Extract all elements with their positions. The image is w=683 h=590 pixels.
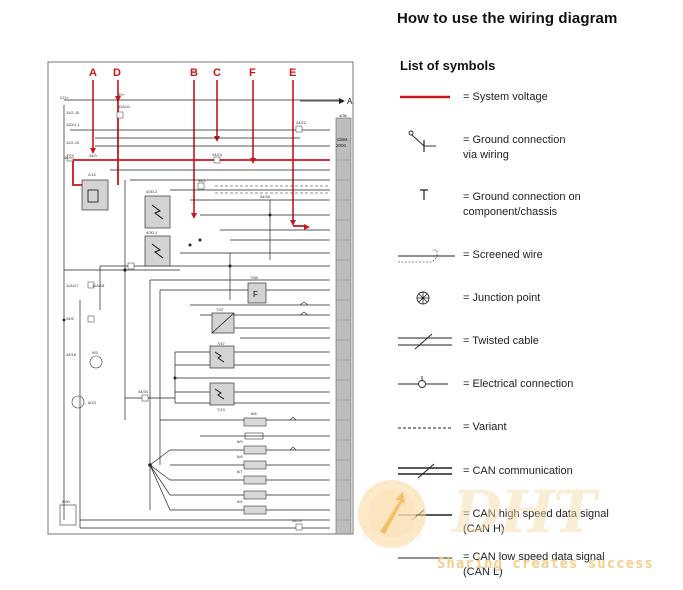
svg-text:44/1: 44/1: [198, 178, 207, 183]
svg-text:7/37: 7/37: [216, 307, 225, 312]
legend-label: = Twisted cable: [463, 335, 539, 347]
svg-text:A: A: [347, 97, 353, 106]
legend-item-variant: = Variant: [396, 420, 676, 460]
system-voltage-icon: [396, 90, 460, 130]
svg-text:44/5: 44/5: [64, 155, 73, 160]
cem-module: 4/36 CEM 2000: [335, 113, 352, 535]
svg-text:8/7: 8/7: [237, 469, 243, 474]
component-7-58: F: [247, 282, 267, 304]
svg-text:2000: 2000: [336, 143, 347, 148]
legend-label: = CAN communication: [463, 465, 573, 477]
svg-text:11/2,J5: 11/2,J5: [66, 110, 80, 115]
legend-item-ground-on-component: = Ground connection on component/chassis: [396, 190, 676, 230]
svg-text:4/30-1: 4/30-1: [146, 230, 158, 235]
svg-text:4/36: 4/36: [339, 113, 348, 118]
svg-text:11D/1,1: 11D/1,1: [66, 122, 80, 127]
svg-text:44/22: 44/22: [296, 120, 307, 125]
svg-text:44/5: 44/5: [66, 316, 75, 321]
wiring-diagram: 4/36 CEM 2000 A D B C F E: [47, 61, 455, 559]
svg-text:6/13: 6/13: [88, 400, 97, 405]
junction-point-icon: [396, 291, 460, 331]
svg-text:4/30-2: 4/30-2: [146, 189, 158, 194]
component-7-13: [209, 382, 235, 406]
variant-dashed-icon: [396, 420, 460, 460]
legend-label: = Ground connection on component/chassis: [463, 191, 581, 218]
svg-text:30+: 30+: [118, 92, 125, 97]
legend-label: = CAN low speed data signal (CAN L): [463, 551, 605, 578]
fuse-2-14: [81, 179, 109, 211]
svg-text:44/24: 44/24: [212, 152, 223, 157]
svg-text:9/5: 9/5: [92, 350, 98, 355]
svg-text:44/30: 44/30: [260, 194, 271, 199]
legend-label: = Screened wire: [463, 249, 543, 261]
ground-via-wiring-icon: [396, 133, 460, 173]
svg-text:7/58: 7/58: [250, 275, 259, 280]
svg-text:8/30: 8/30: [62, 499, 71, 504]
svg-text:IG1+: IG1+: [60, 95, 69, 100]
electrical-connection-icon: [396, 377, 460, 417]
symbols-heading: List of symbols: [400, 58, 496, 73]
svg-text:11/2,J3: 11/2,J3: [66, 140, 80, 145]
svg-text:8/8: 8/8: [251, 411, 257, 416]
svg-text:7/13: 7/13: [217, 407, 226, 412]
svg-text:8/4: 8/4: [237, 499, 243, 504]
svg-text:44/3: 44/3: [89, 153, 98, 158]
legend-item-twisted-cable: = Twisted cable: [396, 334, 676, 374]
legend-label: = System voltage: [463, 91, 548, 103]
legend-label: = CAN high speed data signal (CAN H): [463, 508, 609, 535]
component-7-47: [209, 345, 235, 369]
svg-text:11A/17: 11A/17: [66, 283, 79, 288]
callout-b: B: [190, 67, 198, 79]
svg-text:11A/11: 11A/11: [118, 104, 131, 109]
legend-label: = Ground connection via wiring: [463, 134, 566, 161]
callout-d: D: [113, 67, 121, 79]
svg-text:8/9: 8/9: [237, 439, 243, 444]
legend-label: = Electrical connection: [463, 378, 574, 390]
legend-item-ground-via-wiring: = Ground connection via wiring: [396, 133, 676, 173]
svg-text:11A/18: 11A/18: [92, 283, 105, 288]
legend-label: = Junction point: [463, 292, 541, 304]
watermark-logo-text: DHT: [452, 478, 596, 546]
callout-f: F: [249, 67, 256, 79]
legend-item-screened-wire: = Screened wire: [396, 248, 676, 288]
legend-label: = Variant: [463, 421, 507, 433]
twisted-cable-icon: [396, 334, 460, 374]
diagram-frame: [47, 61, 354, 535]
relay-4-30-2: [144, 195, 171, 229]
callout-c: C: [213, 67, 221, 79]
svg-text:8/6: 8/6: [237, 454, 243, 459]
watermark-slogan: Sharing creates success: [437, 556, 654, 572]
legend-item-can-low-speed: = CAN low speed data signal (CAN L): [396, 550, 676, 590]
legend-item-electrical-connection: = Electrical connection: [396, 377, 676, 417]
svg-text:44/34: 44/34: [138, 389, 149, 394]
callout-a: A: [89, 67, 97, 79]
callout-e: E: [289, 67, 296, 79]
svg-text:F: F: [253, 290, 258, 299]
page-title: How to use the wiring diagram: [397, 10, 618, 27]
legend-item-system-voltage: = System voltage: [396, 90, 676, 130]
can-communication-icon: [396, 464, 460, 504]
relay-4-30-1: [144, 235, 171, 267]
screened-wire-icon: [396, 248, 460, 288]
component-7-37: [211, 312, 235, 334]
legend-item-can-communication: = CAN communication: [396, 464, 676, 504]
svg-text:CEM: CEM: [337, 137, 347, 142]
ground-on-component-icon: [396, 190, 460, 230]
legend-item-junction-point: = Junction point: [396, 291, 676, 331]
legend-item-can-high-speed: = CAN high speed data signal (CAN H): [396, 507, 676, 547]
svg-text:7/47: 7/47: [217, 341, 226, 346]
svg-text:44/20: 44/20: [292, 518, 303, 523]
svg-text:2/14: 2/14: [88, 172, 97, 177]
can-high-speed-icon: [396, 507, 460, 547]
svg-text:44/18: 44/18: [66, 352, 77, 357]
